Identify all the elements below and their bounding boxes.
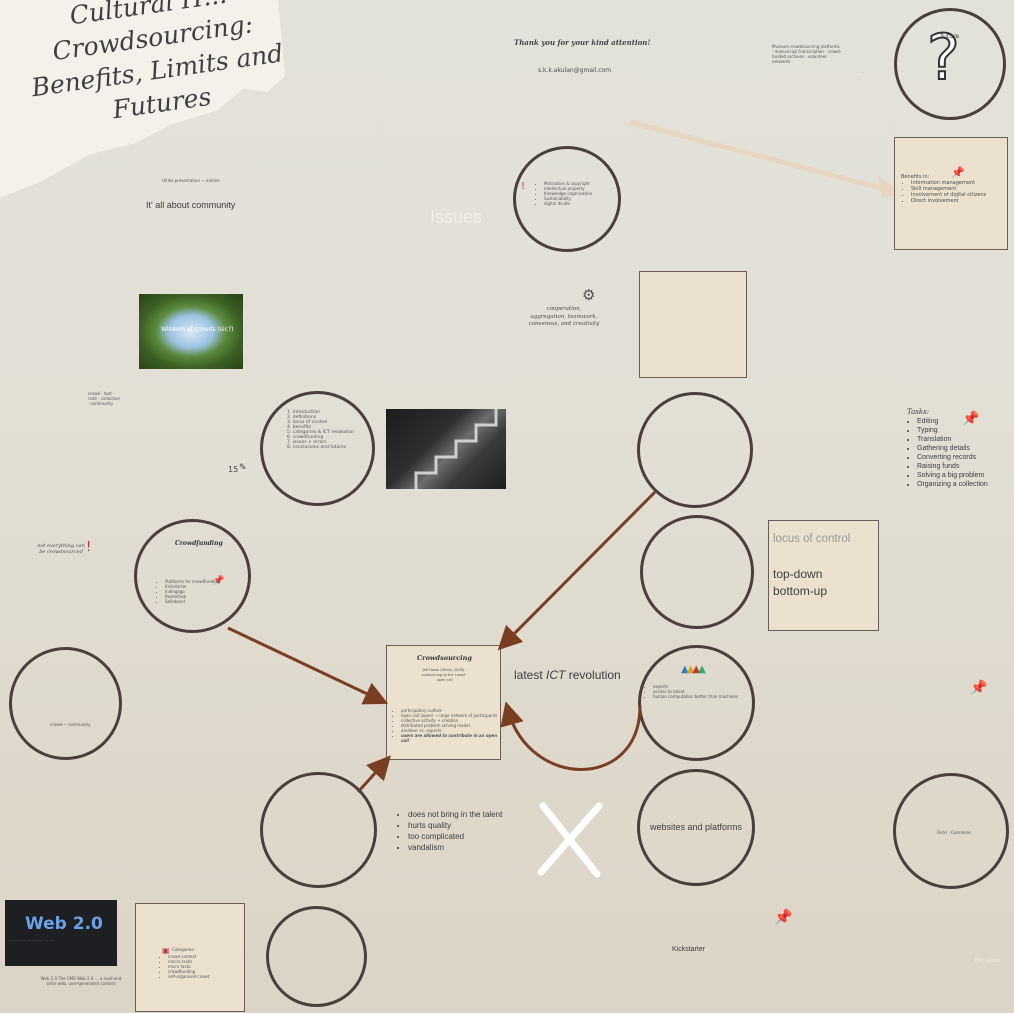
faint-label: Hey Ulrike bbox=[975, 958, 1001, 964]
outline-list: 1. introduction 2. definitions 3. locus … bbox=[287, 410, 354, 450]
left-tiny-note: crowd · text · note · collective · commu… bbox=[88, 391, 120, 406]
arrow-from-experts bbox=[500, 701, 642, 771]
pin-icon: 📌 bbox=[213, 576, 225, 586]
arrow-from-crowdfunding bbox=[227, 626, 389, 705]
cross-icon bbox=[537, 802, 603, 878]
page-number: 15 bbox=[228, 465, 239, 474]
question-mark-icon: ? bbox=[926, 20, 961, 95]
staircase-image[interactable] bbox=[386, 409, 506, 489]
kickstarter-text: Kickstarter bbox=[672, 946, 706, 953]
tasks-head: Tasks: bbox=[907, 408, 930, 416]
crowdfunding-list: Platforms for crowdfunding Kickstarter I… bbox=[161, 579, 231, 604]
email-text[interactable]: s.k.k.akulan@gmail.com bbox=[538, 67, 612, 74]
thanks-text: Thank you for your kind attention! bbox=[514, 38, 651, 47]
experts-circle[interactable]: ▲▲▲▲ experts access to talent human comp… bbox=[638, 645, 755, 761]
ict-revolution-text: latest ICT revolution bbox=[514, 668, 621, 682]
dot-marker: · bbox=[862, 70, 864, 75]
pin-icon: 📌 bbox=[774, 908, 793, 926]
categories-list: crowd contest macro tasks micro tasks cr… bbox=[164, 954, 248, 979]
crowdsourcing-note: Jeff Howe (Wired, 2006) · outsourcing to… bbox=[421, 668, 468, 682]
locus-top-down: top-down bbox=[773, 567, 823, 581]
outline-circle[interactable]: 1. introduction 2. definitions 3. locus … bbox=[260, 391, 375, 506]
empty-circle-1[interactable] bbox=[637, 392, 753, 508]
future-label: future bbox=[941, 33, 960, 40]
right-circle-text: Flickr · Commons bbox=[936, 830, 972, 835]
crowdsourcing-card[interactable]: Crowdsourcing Jeff Howe (Wired, 2006) · … bbox=[386, 645, 501, 760]
topright-note: Museum crowdsourcing platforms · manuscr… bbox=[772, 44, 842, 64]
left-circle-text: crowd ~ community bbox=[50, 722, 91, 727]
cooperation-text: cooperation, aggregation, teamwork, cons… bbox=[528, 306, 600, 327]
wisdom-crowds-image[interactable]: Wisdom of crowds (sic?) bbox=[139, 294, 243, 369]
future-circle[interactable]: ? future bbox=[894, 8, 1006, 120]
web20-label: Web 2.0 bbox=[25, 914, 103, 934]
downsides-list: does not bring in the talent hurts quali… bbox=[400, 809, 502, 853]
pin-icon: ▣ bbox=[162, 946, 170, 955]
locus-card[interactable]: locus of control top-down bottom-up bbox=[768, 520, 879, 631]
benefits-head: Benefits in: bbox=[901, 174, 930, 180]
pin-icon: ! bbox=[86, 540, 92, 555]
pin-icon: ! bbox=[521, 181, 526, 192]
experts-list: experts access to talent human computati… bbox=[649, 684, 753, 699]
empty-circle-2[interactable] bbox=[640, 515, 754, 629]
categories-head: Categories: bbox=[172, 947, 195, 952]
benefits-card[interactable]: 📌 Benefits in: Information management Sk… bbox=[894, 137, 1008, 250]
websites-circle[interactable]: websites and platforms bbox=[637, 769, 755, 886]
arrow-from-bottom-circle bbox=[356, 755, 392, 794]
crowdfunding-circle[interactable]: Crowdfunding 📌 Platforms for crowdfundin… bbox=[134, 519, 251, 633]
empty-circle-3[interactable] bbox=[260, 772, 377, 888]
issues-list: Motivation & copyright intellectual prop… bbox=[538, 181, 620, 206]
crowdfunding-title: Crowdfunding bbox=[175, 540, 223, 547]
arrow-from-top-right bbox=[497, 490, 657, 651]
websites-text: websites and platforms bbox=[649, 822, 743, 832]
community-text: It' all about community bbox=[146, 200, 236, 210]
empty-circle-4[interactable] bbox=[266, 906, 367, 1007]
pin-icon: 📌 bbox=[951, 166, 965, 179]
locus-title: locus of control bbox=[773, 533, 851, 545]
not-everything-text: not everything can be crowdsourced bbox=[37, 543, 85, 555]
wisdom-label: Wisdom of crowds (sic?) bbox=[161, 326, 234, 333]
pin-icon: 📌 bbox=[970, 680, 988, 696]
crowdsourcing-list: participatory culture open call (open) →… bbox=[395, 708, 503, 743]
categories-card[interactable]: ▣ Categories: crowd contest macro tasks … bbox=[135, 903, 245, 1012]
gear-icon: ⚙ bbox=[582, 286, 596, 304]
web20-image[interactable]: Web 2.0 · · · · · · · · · · · · · · · · … bbox=[5, 900, 117, 966]
benefits-list: Information management Skill management … bbox=[901, 180, 1005, 204]
locus-bottom-up: bottom-up bbox=[773, 584, 828, 598]
web20-caption: Web 2.0 The CMS Web 2.0 ... a read and w… bbox=[40, 976, 122, 986]
tasks-block: Tasks: Editing Typing Translation Gather… bbox=[907, 408, 1007, 489]
empty-card[interactable] bbox=[639, 271, 747, 378]
issues-circle[interactable]: ! Motivation & copyright intellectual pr… bbox=[513, 146, 621, 252]
title-subtitle: Ulrike presentation ~ outline bbox=[162, 178, 220, 183]
right-circle[interactable]: Flickr · Commons bbox=[893, 773, 1009, 889]
crowdsourcing-title: Crowdsourcing bbox=[417, 654, 472, 662]
pencil-icon: ✎ bbox=[239, 463, 247, 473]
left-circle[interactable]: crowd ~ community bbox=[9, 647, 122, 760]
pin-icon: 📌 bbox=[962, 411, 980, 427]
tasks-list: Editing Typing Translation Gathering det… bbox=[907, 417, 1007, 489]
people-icon: ▲▲▲▲ bbox=[681, 664, 706, 675]
issues-heading: Issues bbox=[430, 207, 483, 227]
stairs-icon bbox=[414, 409, 498, 489]
